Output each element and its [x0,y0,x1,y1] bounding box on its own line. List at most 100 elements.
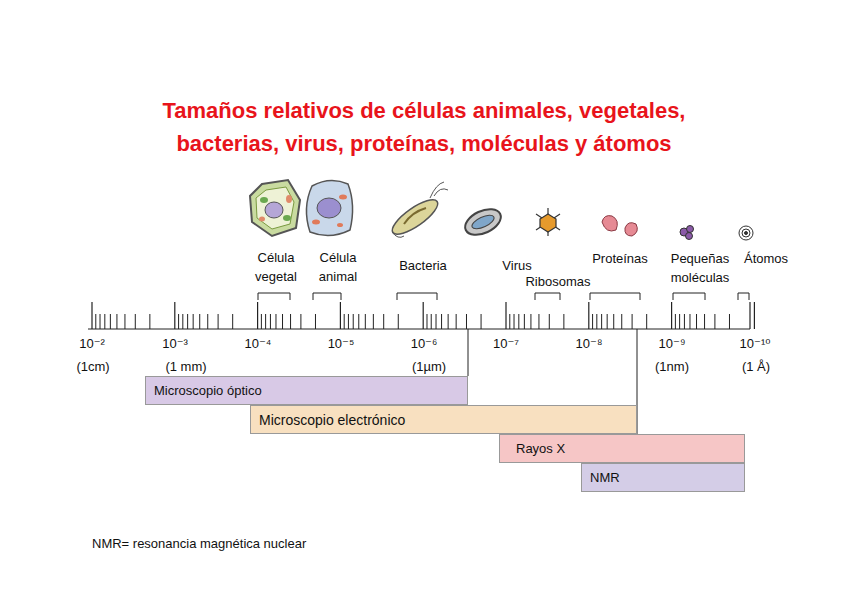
scale-tick [187,314,188,329]
scale-tick [689,314,690,329]
scale-tick [530,314,531,329]
scale-tick [290,314,291,329]
scale-tick [518,314,519,329]
scale-unit: (1µm) [412,358,446,377]
scale-tick [193,314,194,329]
band-label: Microscopio óptico [146,383,262,398]
scale-tick [704,314,705,329]
scale-tick [441,314,442,329]
scale-tick [729,314,730,329]
scale-tick [300,314,301,329]
plant-cell [250,180,300,236]
scale-tick [95,314,96,329]
object-label: Bacteria [399,257,447,276]
bacterium [388,182,448,240]
scale-tick [749,302,750,329]
scale-tick [646,314,647,329]
scale-unit: (1 mm) [165,358,206,377]
virus [536,208,560,236]
scale-tick [538,314,539,329]
scale-tick [621,314,622,329]
scale-unit: (1nm) [655,358,689,377]
scale-tick [358,314,359,329]
scale-exponent: 10⁻¹⁰ [740,335,771,354]
animal-cell [306,180,352,235]
scale-tick [423,302,424,329]
scale-tick [270,314,271,329]
scale-tick [365,314,366,329]
scale-tick [124,314,125,329]
object-label: Ribosomas [525,273,590,292]
scale-tick [675,314,676,329]
scale-tick [466,314,467,329]
scale-tick [100,314,101,329]
scale-exponent: 10⁻⁷ [493,335,519,354]
scale-exponent: 10⁻⁵ [328,335,355,354]
scale-tick [373,314,374,329]
scale-tick [505,302,506,329]
scale-tick [481,314,482,329]
object-label: Célula animal [309,249,367,287]
scale-tick [514,314,515,329]
scale-tick [549,314,550,329]
scale-tick [613,314,614,329]
scale-tick [588,302,589,329]
scale-tick [632,314,633,329]
scale-tick [261,314,262,329]
object-label: Pequeñas moléculas [663,250,737,288]
scale-exponent: 10⁻³ [162,335,188,354]
scale-tick [596,314,597,329]
scale-tick [149,314,150,329]
scale-tick [592,314,593,329]
scale-tick [754,302,755,329]
scale-tick [199,314,200,329]
scale-tick [275,314,276,329]
scale-tick [426,314,427,329]
scale-tick [398,314,399,329]
scale-tick [607,314,608,329]
small-molecule [680,226,694,240]
scale-tick [684,314,685,329]
scale-tick [265,314,266,329]
scale-tick [714,314,715,329]
technique-band: Rayos X [499,434,745,463]
scale-tick [232,314,233,329]
scale-tick [315,314,316,329]
scale-unit: (1 Å) [742,358,770,377]
scale-tick [679,314,680,329]
object-label: Proteínas [592,250,648,269]
scale-tick [178,314,179,329]
object-label: Célula vegetal [247,249,305,287]
band-label: Microscopio electrónico [251,412,405,428]
technique-band: NMR [581,463,745,492]
footnote: NMR= resonancia magnética nuclear [92,535,306,554]
scale-exponent: 10⁻² [79,335,105,354]
scale-tick [353,314,354,329]
protein [602,216,637,236]
scale-tick [218,314,219,329]
scale-exponent: 10⁻⁸ [576,335,603,354]
scale-tick [383,314,384,329]
scale-exponent: 10⁻⁶ [411,335,438,354]
scale-tick [431,314,432,329]
scale-tick [601,314,602,329]
scale-exponent: 10⁻⁴ [245,335,272,354]
scale-tick [257,302,258,329]
scale-tick [282,314,283,329]
scale-tick [448,314,449,329]
scale-tick [104,314,105,329]
band-label: Rayos X [500,441,565,456]
technique-band: Microscopio óptico [145,376,468,405]
scale-tick [348,314,349,329]
scale-unit: (1cm) [76,358,109,377]
scale-tick [135,314,136,329]
scale-tick [340,302,341,329]
technique-band: Microscopio electrónico [250,405,637,434]
atom [739,226,753,240]
scale-tick [344,314,345,329]
organelle [461,204,505,240]
object-label: Átomos [744,250,788,269]
scale-tick [671,302,672,329]
